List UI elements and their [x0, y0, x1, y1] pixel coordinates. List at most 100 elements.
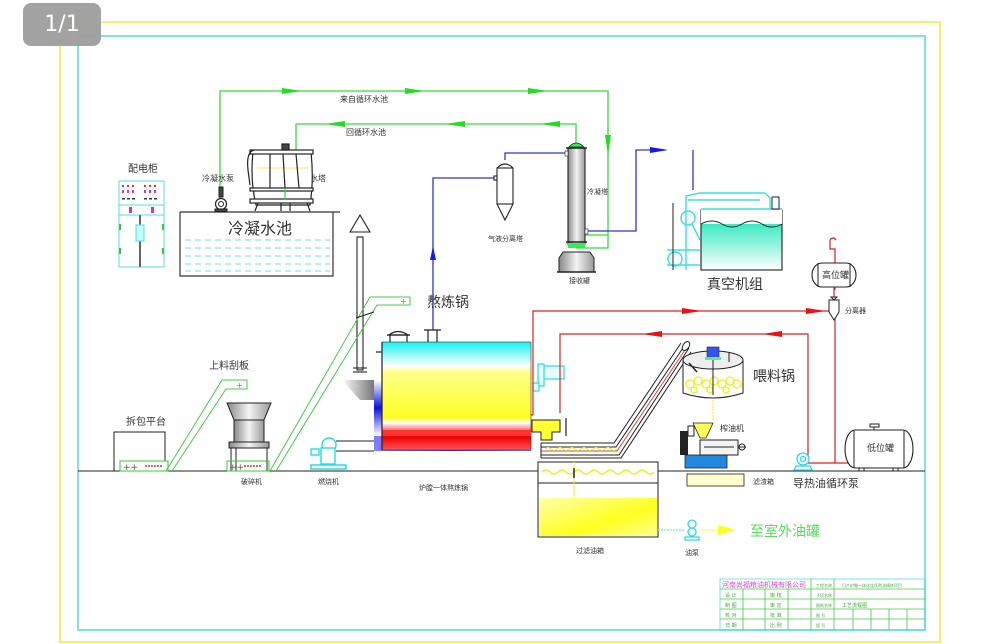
- svg-text:+: +: [236, 381, 243, 390]
- title-block-company: 河南尚福粮油机械有限公司: [722, 580, 806, 589]
- oil-pump-label: 油泵: [685, 548, 699, 557]
- low-tank-label: 低位罐: [867, 442, 894, 454]
- title-block-project-name: 日产炉膛一体化连续熬油精炼项目: [842, 582, 902, 588]
- arrow-icon: [650, 147, 668, 153]
- vacuum-line: [432, 149, 694, 330]
- separator: [828, 296, 840, 321]
- condensate-pool-label: 冷凝水池: [228, 219, 292, 238]
- burner-label: 燃烧机: [318, 477, 339, 486]
- water-supply-line: [219, 90, 609, 236]
- rendering-pot-label: 熬炼锅: [427, 295, 469, 311]
- arrow-icon: [405, 88, 425, 94]
- arrow-icon: [682, 308, 702, 314]
- oil-filter-box: [537, 461, 659, 538]
- burner: [310, 437, 347, 470]
- title-block-cell: 设 计: [725, 592, 737, 599]
- title-block-cell: 日 期: [725, 623, 737, 629]
- title-block-cell: 审 核: [770, 592, 782, 599]
- cooling-tower-label: 凉水塔: [302, 173, 326, 183]
- title-block-cell: 校 对: [725, 612, 737, 619]
- feeding-pot-label: 喂料锅: [753, 369, 795, 385]
- loading-scraper-label: 上料刮板: [209, 359, 249, 372]
- title-block-cell: 制 图: [725, 602, 737, 609]
- outer-frame: [59, 21, 941, 643]
- condensate-pool: [179, 211, 340, 277]
- conveyor-oil-residue: [544, 446, 618, 452]
- receiving-tank-label: 接收罐: [569, 276, 590, 285]
- furnace-rendering-pot: [342, 329, 532, 451]
- title-block-drawing-name: 工艺流程图: [842, 602, 867, 609]
- condenser-tower: [564, 142, 589, 248]
- arrow-icon: [528, 88, 548, 94]
- vacuum-unit-label: 真空机组: [707, 277, 763, 293]
- receiving-tank: [557, 251, 596, 273]
- condenser-water-inlet: [576, 235, 609, 249]
- high-tank: [811, 262, 857, 297]
- thermal-oil-pump-label: 导热油循环泵: [793, 476, 859, 490]
- arrow-icon: [325, 121, 345, 127]
- unpacking-platform-label: 拆包平台: [126, 415, 166, 428]
- chimney: [349, 213, 371, 373]
- title-block-drawing-label: 图纸名称: [816, 602, 832, 608]
- loading-scraper-1: +: [165, 379, 248, 472]
- residue-filter-box: [686, 473, 745, 487]
- cooling-tower: [247, 143, 314, 212]
- inner-frame: [77, 35, 926, 631]
- gas-liquid-separator-label: 气液分离塔: [488, 234, 523, 243]
- arrow-icon: [540, 121, 560, 127]
- title-block-project-label: 工程名称: [816, 582, 832, 588]
- arrow-icon: [605, 135, 611, 155]
- water-supply-arrows: [282, 88, 611, 155]
- title-block: [719, 578, 926, 631]
- distribution-cabinet: [118, 180, 165, 268]
- water-return-arrows: [325, 121, 560, 127]
- separator-label: 分离器: [845, 306, 866, 315]
- condenser-tower-label: 冷凝塔: [587, 187, 608, 196]
- crusher: ++: [226, 402, 272, 473]
- title-block-cell: 批 准: [770, 612, 782, 619]
- arrow-icon: [430, 246, 436, 260]
- title-block-version: 版 号: [816, 622, 825, 628]
- oil-press: [680, 422, 746, 469]
- thermal-oil-pump: [792, 452, 814, 471]
- furnace-rendering-pot-label: 炉膛一体熬炼锅: [419, 483, 468, 492]
- page-indicator: 1/1: [23, 3, 101, 46]
- arrow-icon: [642, 331, 662, 337]
- distribution-cabinet-label: 配电柜: [128, 162, 158, 175]
- title-block-subitem-label: 子项名称: [816, 592, 832, 598]
- svg-text:++: ++: [229, 463, 244, 473]
- arrow-icon: [806, 308, 826, 314]
- title-block-cell: 比 例: [770, 622, 782, 629]
- oil-filter-box-label: 过滤油箱: [576, 546, 604, 555]
- water-return-line: [295, 123, 577, 175]
- unpacking-platform: ++: [113, 431, 169, 473]
- svg-text:++: ++: [123, 463, 138, 473]
- oil-pump: [684, 519, 700, 541]
- condensate-pump: [214, 186, 228, 212]
- thermal-oil-arrows: [642, 308, 826, 337]
- feeding-pot: [682, 346, 744, 420]
- arrow-icon: [445, 121, 465, 127]
- gear-motor: [532, 363, 565, 392]
- title-block-figure-no: 图 号: [816, 612, 825, 618]
- discharge-spout: [531, 418, 567, 441]
- residue-filter-box-label: 滤渣箱: [753, 477, 774, 486]
- inclined-conveyor: [540, 341, 692, 459]
- title-block-cell: 审 定: [770, 602, 782, 609]
- arrow-icon: [282, 88, 302, 94]
- crusher-label: 破碎机: [241, 477, 262, 486]
- vacuum-arrows: [430, 147, 668, 260]
- loading-scraper-2: +: [269, 296, 411, 472]
- arrow-icon: [762, 331, 782, 337]
- from-circulating-pool-label: 来自循环水池: [340, 94, 388, 104]
- high-tank-label: 高位罐: [822, 269, 849, 281]
- svg-text:+: +: [400, 297, 407, 306]
- gas-liquid-separator: [493, 163, 514, 222]
- oil-press-label: 榨油机: [720, 423, 744, 433]
- low-tank: [844, 423, 914, 472]
- condensate-pump-label: 冷凝水泵: [202, 173, 234, 183]
- arrow-icon: [718, 525, 736, 535]
- to-outdoor-tank-label: 至室外油罐: [750, 523, 820, 540]
- vacuum-unit: [667, 192, 783, 271]
